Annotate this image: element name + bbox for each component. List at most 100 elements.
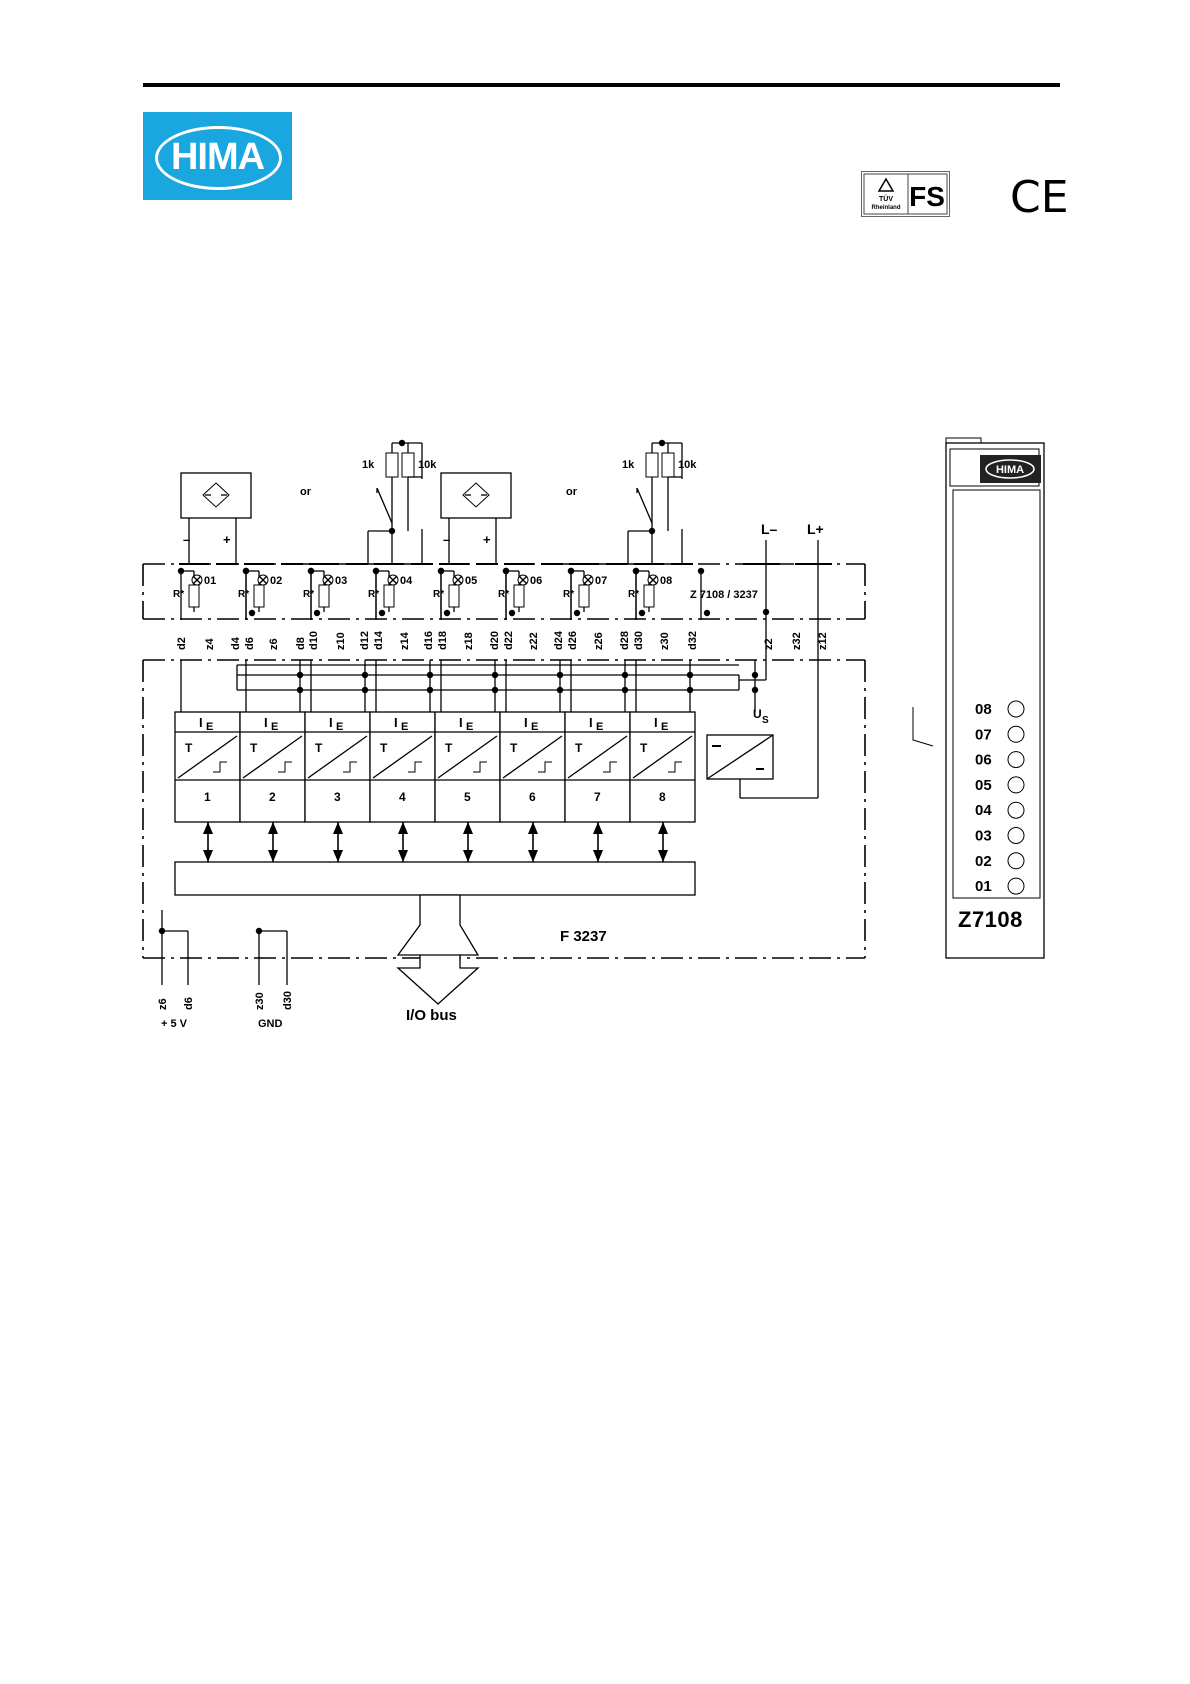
pin-label: d32 [687, 631, 699, 650]
channel-current-label: I [524, 715, 528, 730]
channel-t-label: T [185, 741, 193, 755]
input-channel-block [369, 711, 436, 823]
input-channel-block [434, 711, 501, 823]
r-star-label: R* [628, 589, 639, 600]
pin-label: z32 [791, 632, 803, 650]
led-label: 03 [975, 828, 992, 845]
channel-t-label: T [575, 741, 583, 755]
switch-contact [636, 487, 653, 524]
channel-current-sub: E [336, 721, 343, 733]
channel-current-label: I [394, 715, 398, 730]
lamp-label: 04 [400, 575, 413, 587]
pin-label: z2 [763, 638, 775, 650]
sensor-plus-label: + [483, 532, 491, 547]
resistor-10k-label: 10k [418, 459, 437, 471]
series-resistor [383, 584, 395, 608]
panel-pointer [912, 707, 934, 747]
bus-arrow-head-down [528, 850, 538, 862]
junction-dot [762, 608, 770, 616]
channel-current-sub: E [596, 721, 603, 733]
led-indicator [1007, 827, 1025, 844]
resistor-1k [645, 452, 659, 478]
lamp-x [518, 575, 528, 585]
terminal-board-label: Z 7108 / 3237 [690, 589, 758, 601]
rail-plus-label: L+ [807, 521, 824, 537]
channel-number: 6 [529, 790, 536, 804]
junction-dot [313, 609, 321, 617]
channel-t-label: T [315, 741, 323, 755]
lamp-label: 07 [595, 575, 607, 587]
resistor-1k [385, 452, 399, 478]
r-star-label: R* [563, 589, 574, 600]
bus-arrow-head-up [333, 822, 343, 834]
lamp-x [323, 575, 333, 585]
channel-t-label: T [250, 741, 258, 755]
resistor-10k [661, 452, 675, 478]
channel-current-sub: E [531, 721, 538, 733]
gnd-label: GND [258, 1018, 283, 1030]
us-sub: S [762, 715, 769, 726]
bus-arrow-head-up [463, 822, 473, 834]
channel-current-sub: E [401, 721, 408, 733]
junction-dot [378, 609, 386, 617]
optocoupler-diagonal [632, 735, 693, 779]
sensor-diamond [202, 482, 230, 508]
channel-number: 8 [659, 790, 666, 804]
led-indicator [1007, 852, 1025, 870]
r-star-label: R* [368, 589, 379, 600]
pin-label: d26 [567, 631, 579, 650]
top-rule [143, 83, 1060, 87]
lamp-label: 05 [465, 575, 477, 587]
series-resistor [578, 584, 590, 608]
front-panel-logo-oval [985, 459, 1035, 479]
pin-label: d14 [373, 630, 385, 650]
channel-current-sub: E [466, 721, 473, 733]
optocoupler-diagonal [177, 735, 238, 779]
lamp-x [192, 575, 202, 585]
sensor-diamond [462, 482, 490, 508]
switch-contact [376, 487, 393, 524]
or-label: or [566, 486, 578, 498]
input-channel-block [499, 711, 566, 823]
channel-current-sub: E [661, 721, 668, 733]
ce-mark: CE [1010, 172, 1069, 223]
resistor-10k [401, 452, 415, 478]
module-name-label: F 3237 [560, 928, 607, 945]
comparator-symbol [343, 761, 357, 773]
resistor-1k-label: 1k [622, 459, 635, 471]
lamp-x [388, 575, 398, 585]
bus-arrow-head-down [333, 850, 343, 862]
bus-arrow-head-up [593, 822, 603, 834]
internal-bus [174, 861, 696, 896]
led-label: 04 [975, 802, 992, 819]
led-indicator [1007, 725, 1025, 743]
channel-t-label: T [445, 741, 453, 755]
bus-arrow-head-down [463, 850, 473, 862]
led-indicator [1007, 801, 1025, 819]
channel-current-label: I [329, 715, 333, 730]
bus-arrow-head-down [593, 850, 603, 862]
bottom-pin-label: z6 [157, 998, 169, 1010]
led-label: 06 [975, 752, 992, 769]
channel-number: 5 [464, 790, 471, 804]
lamp-x [258, 575, 268, 585]
sensor-plus-label: + [223, 532, 231, 547]
comparator-symbol [213, 761, 227, 773]
svg-text:TÜV: TÜV [879, 194, 893, 203]
r-star-label: R* [238, 589, 249, 600]
series-resistor [643, 584, 655, 608]
hima-logo: HIMA [143, 112, 292, 200]
pin-label: d28 [619, 631, 631, 650]
pin-label: z26 [593, 632, 605, 650]
pin-label: z6 [268, 638, 280, 650]
led-indicator [1007, 877, 1025, 895]
lamp-x [453, 575, 463, 585]
channel-number: 3 [334, 790, 341, 804]
bus-arrow-head-up [658, 822, 668, 834]
series-resistor [448, 584, 460, 608]
proximity-sensor [440, 472, 512, 519]
plus-5v-label: + 5 V [161, 1018, 188, 1030]
bus-arrow-head-down [398, 850, 408, 862]
optocoupler-diagonal [372, 735, 433, 779]
comparator-symbol [538, 761, 552, 773]
